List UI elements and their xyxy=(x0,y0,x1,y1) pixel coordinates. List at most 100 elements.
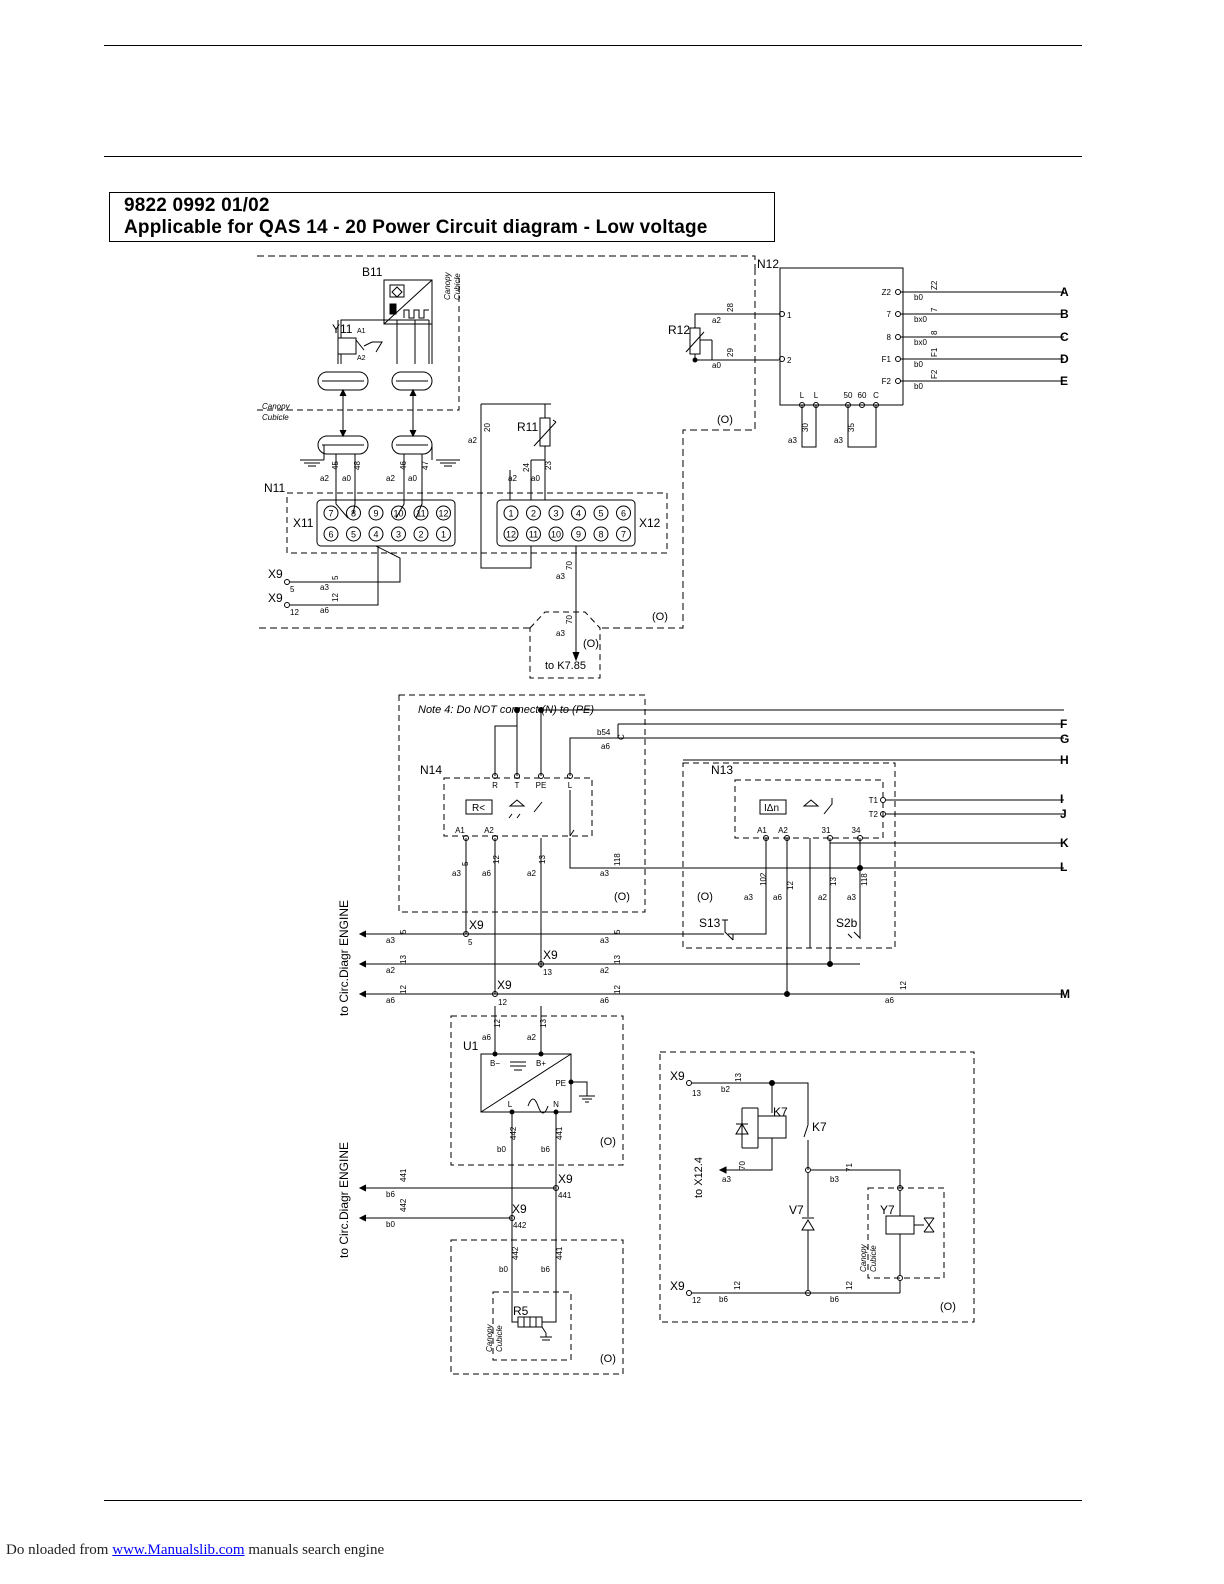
svg-text:a6: a6 xyxy=(601,742,610,751)
n13-terminal xyxy=(880,797,886,803)
svg-text:a0: a0 xyxy=(712,361,721,370)
s2b-label: S2b xyxy=(836,916,858,930)
svg-text:a2: a2 xyxy=(712,316,721,325)
wire-label: b0 xyxy=(497,1145,506,1154)
wire-label: a6 xyxy=(482,1033,491,1042)
n14-terminal-label: A1 xyxy=(455,826,465,835)
n13-outer-box xyxy=(682,762,896,949)
wire-label: 442 xyxy=(509,1126,518,1140)
n12-output-terminal xyxy=(895,378,901,384)
connector-pin xyxy=(526,505,541,521)
pin-number: 5 xyxy=(598,509,603,519)
pin-number: 10 xyxy=(393,509,403,519)
bottom-rule xyxy=(104,1500,1082,1501)
u1-terminal-label: PE xyxy=(555,1079,566,1088)
wire-number: F1 xyxy=(930,347,939,357)
wire-label: 118 xyxy=(613,853,622,866)
k7-contact-label: K7 xyxy=(812,1120,827,1134)
footer-suffix: manuals search engine xyxy=(248,1542,385,1558)
pin-number: 4 xyxy=(576,509,581,519)
svg-text:12: 12 xyxy=(692,1296,701,1305)
pin-number: 2 xyxy=(418,530,423,540)
svg-text:(O): (O) xyxy=(940,1301,956,1313)
n13-label: N13 xyxy=(711,763,733,777)
connector-pin xyxy=(413,505,429,521)
to-k785-box xyxy=(529,611,601,679)
wire-label: b0 xyxy=(499,1265,508,1274)
x12-connector xyxy=(496,499,636,547)
connector-pin xyxy=(616,526,631,542)
svg-text:24: 24 xyxy=(522,463,531,472)
svg-text:Cubicle: Cubicle xyxy=(869,1245,878,1272)
connector-pin xyxy=(571,505,586,521)
wire-label: 12 xyxy=(899,981,908,990)
svg-text:35: 35 xyxy=(847,423,856,432)
wire-label: b3 xyxy=(830,1175,839,1184)
svg-text:a3: a3 xyxy=(788,436,797,445)
pin-number: 12 xyxy=(506,530,516,540)
svg-text:a3: a3 xyxy=(556,629,565,638)
pin-number: 9 xyxy=(373,509,378,519)
r5-box xyxy=(450,1239,624,1375)
n13-symbol: IΔn xyxy=(764,803,779,814)
wire-label: 12 xyxy=(492,855,501,864)
wire-label: a3 xyxy=(744,893,753,902)
y7-canopy-box xyxy=(867,1187,945,1279)
r11-label: R11 xyxy=(517,420,538,434)
n12-bottom-label: 50 xyxy=(844,391,853,400)
connector-pin xyxy=(323,505,339,521)
svg-text:70: 70 xyxy=(565,561,574,570)
connector-pin xyxy=(346,526,361,542)
wire-label: 442 xyxy=(399,1198,408,1212)
wire-label: b6 xyxy=(386,1190,395,1199)
u1-terminal-label: N xyxy=(553,1100,559,1109)
u1-terminal-label: B+ xyxy=(536,1059,546,1068)
wire-label: 13 xyxy=(829,877,838,886)
connection-letter-h: H xyxy=(1060,753,1069,767)
svg-text:a0: a0 xyxy=(531,474,540,483)
wire-label: b6 xyxy=(541,1265,550,1274)
wire-label: 13 xyxy=(538,855,547,864)
wire-label: 13 xyxy=(539,1019,548,1028)
svg-text:X9: X9 xyxy=(543,948,558,962)
pin-number: 8 xyxy=(351,509,356,519)
n12-output-terminal xyxy=(895,334,901,340)
to-engine-label-1: to Circ.Diagr ENGINE xyxy=(337,900,351,1016)
r11-resistor xyxy=(539,417,551,447)
connection-letter-j: J xyxy=(1060,807,1067,821)
n12-bottom-terminal xyxy=(859,402,865,408)
pin-number: 3 xyxy=(553,509,558,519)
connector-pin xyxy=(593,505,609,521)
n14-label: N14 xyxy=(420,763,442,777)
manualslib-link[interactable]: www.Manualslib.com xyxy=(112,1542,245,1558)
svg-text:(O): (O) xyxy=(652,611,668,623)
canopy-label-2: Canopy xyxy=(262,402,291,411)
wire-label: b0 xyxy=(386,1220,395,1229)
r12-resistor xyxy=(689,327,701,355)
connector-pin xyxy=(436,505,451,521)
connection-letter-e: E xyxy=(1060,374,1068,388)
x11-connector xyxy=(316,499,456,547)
n13-terminal-label: A1 xyxy=(757,826,767,835)
n12-output-terminal xyxy=(895,289,901,295)
wire-label: a3 xyxy=(386,936,395,945)
diagram-title: Applicable for QAS 14 - 20 Power Circuit… xyxy=(124,217,708,238)
wire-label: a3 xyxy=(600,869,609,878)
svg-text:a2: a2 xyxy=(468,436,477,445)
n13-terminal-label: T2 xyxy=(869,810,879,819)
connector-pin xyxy=(503,505,519,521)
connector-pin xyxy=(413,526,429,542)
pin-number: 11 xyxy=(416,509,425,519)
n14-terminal-label: R xyxy=(492,781,498,790)
svg-text:(O): (O) xyxy=(697,891,713,903)
pin-number: 8 xyxy=(598,530,603,540)
svg-text:(O): (O) xyxy=(600,1136,616,1148)
wire-label: 13 xyxy=(613,955,622,964)
note-box xyxy=(398,694,646,913)
svg-text:2: 2 xyxy=(787,356,792,365)
n14-terminal-label: T xyxy=(515,781,520,790)
svg-text:30: 30 xyxy=(801,423,810,432)
